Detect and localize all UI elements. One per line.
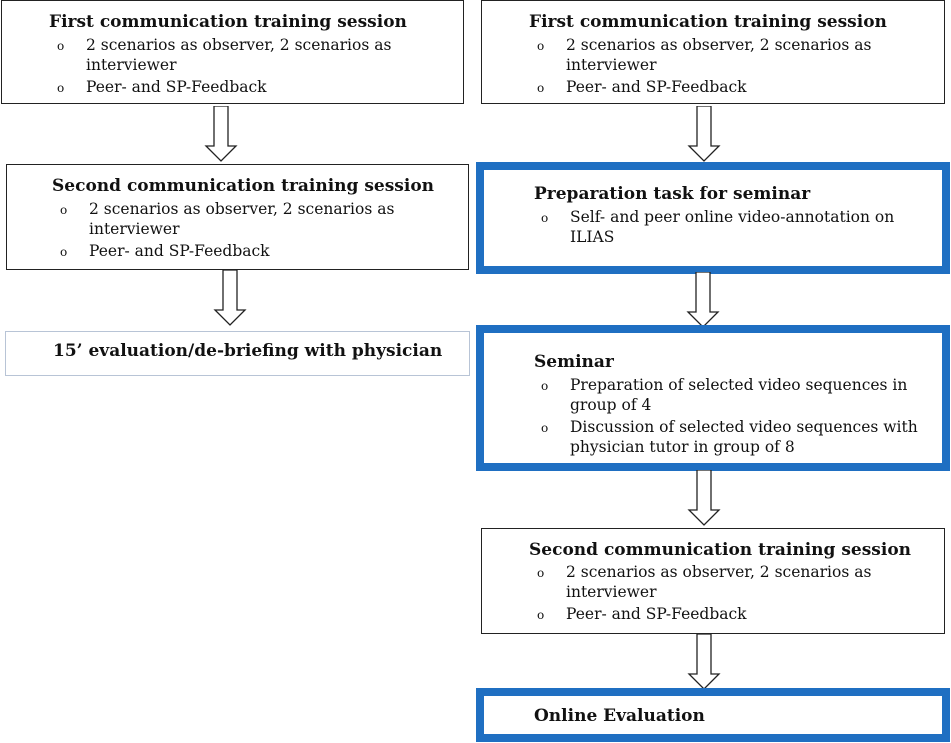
bullet-icon: o (57, 39, 65, 53)
bullet-icon: o (541, 211, 549, 225)
box-title: Seminar (534, 352, 614, 372)
bullet-icon: o (541, 421, 549, 435)
box-title: Online Evaluation (534, 706, 705, 726)
down-arrow-icon (686, 272, 720, 328)
box-title: First communication training session (49, 12, 407, 32)
box-title: 15’ evaluation/de-briefing with physicia… (53, 341, 443, 361)
bullet-icon: o (537, 39, 545, 53)
down-arrow-icon (687, 470, 721, 526)
down-arrow-icon (204, 106, 238, 162)
down-arrow-icon (687, 634, 721, 690)
down-arrow-icon (213, 270, 247, 326)
online-evaluation-box: Online Evaluation (476, 688, 950, 742)
box-title: Second communication training session (529, 540, 912, 560)
box-title: Second communication training session (52, 176, 435, 196)
bullet-icon: o (60, 203, 68, 217)
bullet-icon: o (60, 245, 68, 259)
bullet-icon: o (537, 566, 545, 580)
box-title: Preparation task for seminar (534, 184, 811, 204)
down-arrow-icon (687, 106, 721, 162)
bullet-icon: o (541, 379, 549, 393)
box-title: First communication training session (529, 12, 887, 32)
bullet-icon: o (537, 608, 545, 622)
bullet-icon: o (57, 81, 65, 95)
left-evaluation-box: 15’ evaluation/de-briefing with physicia… (5, 331, 470, 376)
bullet-icon: o (537, 81, 545, 95)
